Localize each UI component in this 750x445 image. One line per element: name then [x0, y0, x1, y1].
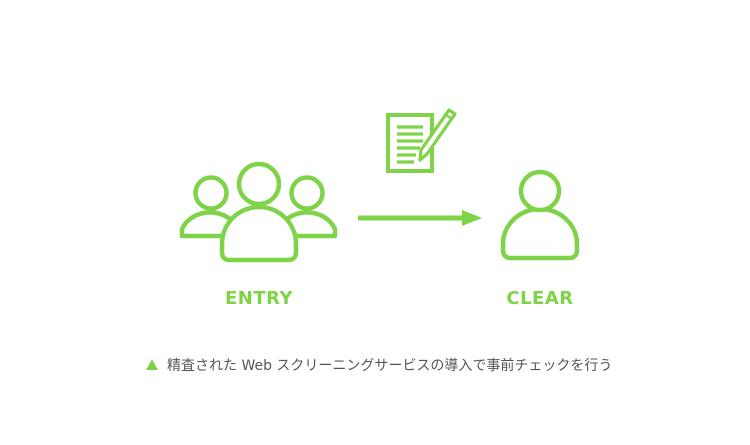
caption: 精査された Web スクリーニングサービスの導入で事前チェックを行う	[146, 355, 612, 375]
left-person-icon	[179, 175, 241, 239]
group-of-people-icon	[179, 161, 338, 263]
single-person-icon	[500, 169, 580, 261]
document-with-pencil-icon	[386, 108, 457, 173]
center-person-icon	[219, 161, 299, 263]
clear-label: CLEAR	[506, 288, 574, 309]
entry-label: ENTRY	[224, 288, 294, 309]
right-person-icon	[276, 175, 338, 239]
triangle-up-icon	[146, 358, 158, 370]
caption-text: 精査された Web スクリーニングサービスの導入で事前チェックを行う	[167, 358, 613, 374]
arrow-right-icon	[358, 210, 482, 226]
